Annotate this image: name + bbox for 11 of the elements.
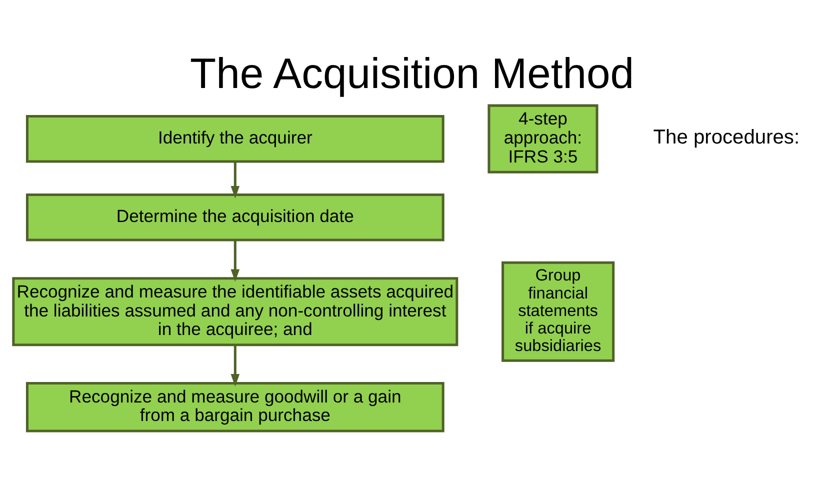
node-box: Identify the acquirer: [26, 114, 444, 163]
arrow: [230, 345, 240, 387]
arrow: [230, 240, 240, 282]
label: The procedures:: [653, 126, 800, 149]
node-box: 4-step approach: IFRS 3:5: [488, 104, 598, 174]
diagram-title: The Acquisition Method: [190, 50, 634, 98]
arrow: [230, 162, 240, 199]
node-box: Group financial statements if acquire subsidiaries: [502, 261, 615, 362]
node-box: Recognize and measure the identifiable assets acquired the liabilities assumed and any non-controlling interest in the acquiree; and: [12, 277, 458, 346]
node-box: Determine the acquisition date: [26, 194, 444, 242]
node-box: Recognize and measure goodwill or a gain from a bargain purchase: [26, 382, 444, 432]
